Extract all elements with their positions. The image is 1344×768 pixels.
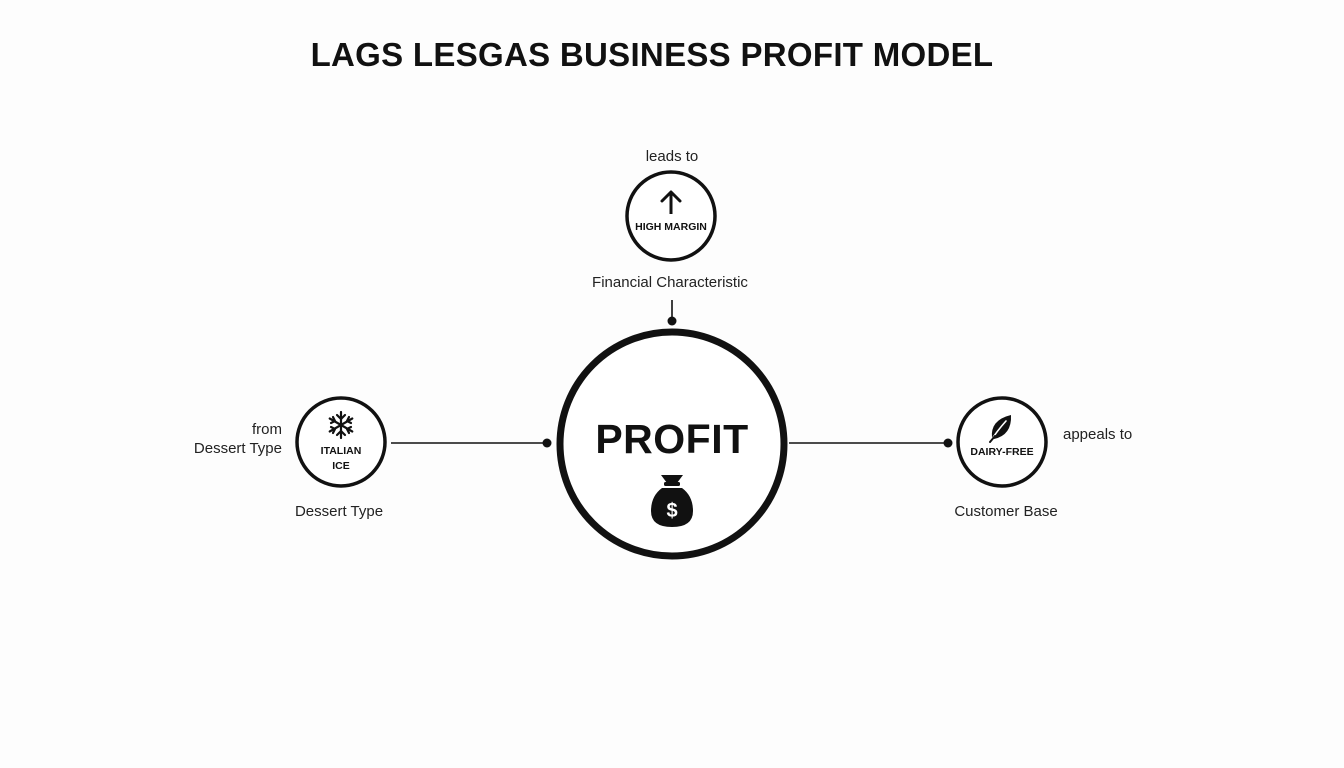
connector-left-dot xyxy=(542,438,552,448)
arrow-up-icon xyxy=(660,190,682,214)
high-margin-label: HIGH MARGIN xyxy=(635,221,707,233)
profit-label: PROFIT xyxy=(595,416,749,462)
connector-right-dot xyxy=(943,438,953,448)
italian-ice-label-line1: ITALIAN xyxy=(320,445,362,457)
high-margin-node xyxy=(625,170,717,262)
leaf-icon xyxy=(989,415,1012,443)
left-relation-label-line2: Dessert Type xyxy=(193,440,282,457)
left-relation-label-line1: from xyxy=(252,421,282,438)
snowflake-icon xyxy=(328,410,354,440)
right-category-label: Customer Base xyxy=(954,503,1058,520)
top-relation-label: leads to xyxy=(645,148,699,165)
page-title: LAGS LESGAS BUSINESS PROFIT MODEL xyxy=(310,36,994,73)
connector-top-dot xyxy=(667,316,677,326)
money-bag-icon: $ xyxy=(651,475,693,527)
top-category-label: Financial Characteristic xyxy=(592,274,748,291)
right-relation-label: appeals to xyxy=(1063,426,1133,443)
left-category-label: Dessert Type xyxy=(294,503,384,520)
dairy-free-label: DAIRY-FREE xyxy=(970,446,1034,458)
svg-text:$: $ xyxy=(666,500,677,522)
profit-node xyxy=(556,328,788,560)
italian-ice-node xyxy=(295,396,387,488)
dairy-free-node xyxy=(956,396,1048,488)
italian-ice-label-line2: ICE xyxy=(332,460,350,472)
